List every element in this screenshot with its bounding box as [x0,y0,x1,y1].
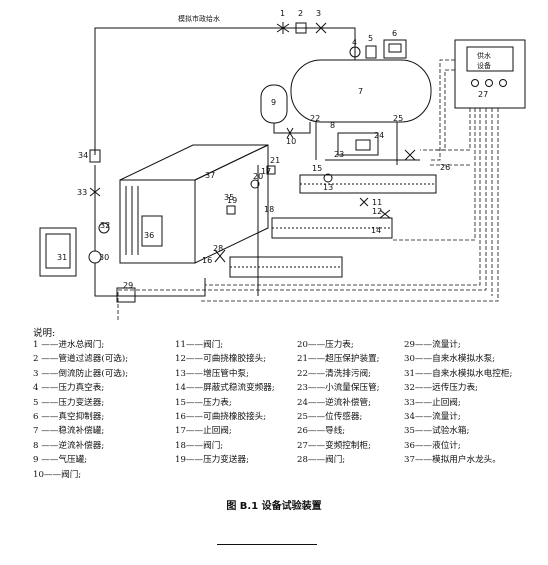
svg-text:16: 16 [202,256,212,265]
caption-rule [217,544,317,545]
svg-text:13: 13 [323,183,333,192]
valve-11 [359,197,369,207]
svg-text:4: 4 [352,38,357,47]
svg-text:5: 5 [368,34,373,43]
test-tank-top [119,144,269,181]
panel-label-line2: 设备 [477,61,491,70]
pressure-transmitter-19 [226,205,236,215]
svg-text:30: 30 [99,253,109,262]
svg-text:29: 29 [123,281,133,290]
filter-2 [295,22,307,34]
pressure-transmitter-5 [365,45,377,59]
svg-text:26: 26 [440,163,450,172]
panel-label-line1: 供水 [477,51,491,60]
pressure-gauge-20 [250,179,260,189]
svg-text:21: 21 [270,156,280,165]
svg-text:35: 35 [224,193,234,202]
svg-text:8: 8 [330,121,335,130]
remote-gauge-32 [98,222,110,234]
pressure-gauge-4 [349,46,361,58]
panel-button-3 [499,79,507,87]
overpressure-device-21 [266,165,276,175]
panel-display [466,46,514,72]
svg-text:9: 9 [271,98,276,107]
flowmeter-29 [116,287,136,303]
water-source-label: 模拟市政给水 [178,14,220,23]
svg-text:36: 36 [144,231,154,240]
backflow-compensator-8 [337,132,379,156]
svg-text:7: 7 [358,87,363,96]
svg-text:18: 18 [264,205,274,214]
svg-text:37: 37 [205,171,215,180]
panel-button-1 [471,79,479,87]
flowmeter-34 [89,149,101,163]
level-gauge-36 [141,215,163,247]
svg-text:2: 2 [298,9,303,18]
valve-1 [276,22,290,34]
svg-text:14: 14 [371,226,381,235]
stabilizing-tank-7 [290,59,432,123]
svg-text:3: 3 [316,9,321,18]
svg-text:20: 20 [253,172,263,181]
svg-text:17: 17 [261,167,271,176]
valve-10 [286,127,294,139]
municipal-supply-pipe [94,27,356,155]
svg-text:22: 22 [310,114,320,123]
svg-text:12: 12 [372,207,382,216]
valve-10b [379,209,391,219]
svg-text:19: 19 [227,196,237,205]
figure-caption: 图 B.1 设备试验装置 [226,501,322,512]
svg-text:23: 23 [334,150,344,159]
svg-text:28: 28 [213,244,223,253]
svg-text:10: 10 [286,137,296,146]
svg-text:34: 34 [78,151,88,160]
test-tank-35 [119,179,196,264]
backflow-preventer-3 [315,22,327,34]
svg-text:15: 15 [312,164,322,173]
callout-numbers: 1 2 3 4 5 6 7 8 9 10 11 12 13 14 15 16 1… [57,9,488,290]
valve-28 [214,249,226,263]
svg-text:32: 32 [100,221,110,230]
svg-text:27: 27 [478,90,488,99]
wiring-26 [117,59,499,320]
svg-text:1: 1 [280,9,285,18]
compensator-pipe-24 [355,139,371,151]
svg-text:6: 6 [392,29,397,38]
svg-text:33: 33 [77,188,87,197]
svg-text:31: 31 [57,253,67,262]
test-tank-side [194,144,269,264]
control-cabinet-27 [454,39,526,109]
check-valve-33 [89,187,101,197]
control-cabinet-31 [39,227,77,277]
svg-text:24: 24 [374,131,384,140]
svg-text:25: 25 [393,114,403,123]
svg-text:11: 11 [372,198,382,207]
vacuum-suppressor-6 [383,39,407,59]
panel-button-2 [485,79,493,87]
